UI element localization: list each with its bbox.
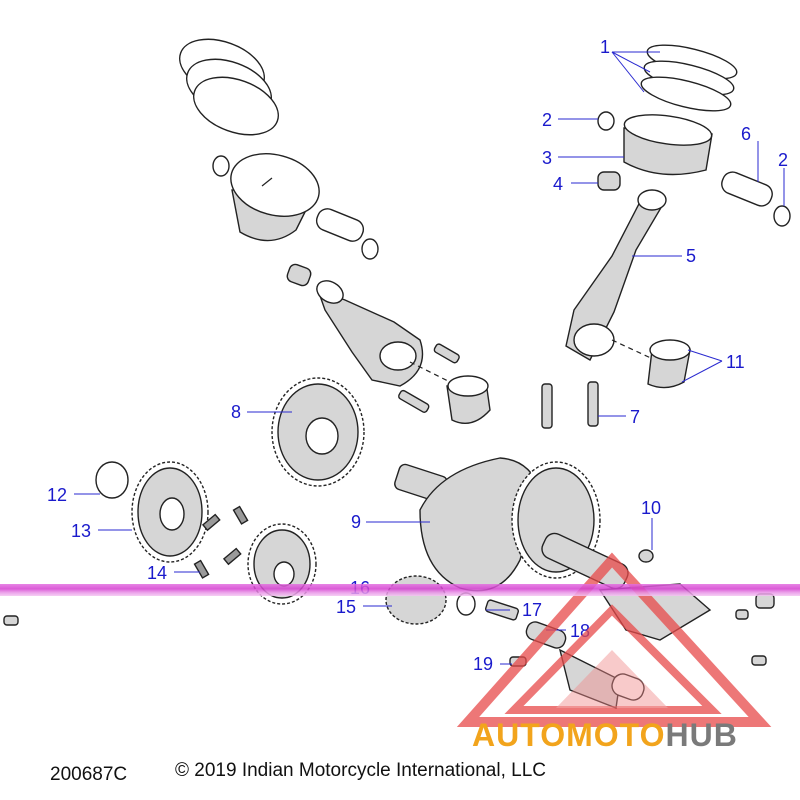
callout-14: 14 bbox=[147, 563, 167, 583]
washer bbox=[456, 592, 476, 616]
plug-10 bbox=[638, 549, 654, 563]
right-connecting-rod bbox=[565, 189, 667, 361]
callout-9: 9 bbox=[351, 512, 361, 532]
callout-2b: 2 bbox=[778, 150, 788, 170]
right-rod-bolt-a bbox=[541, 383, 553, 429]
right-small-end-bushing bbox=[597, 171, 621, 191]
left-rod-bolt-a bbox=[433, 343, 460, 364]
left-piston-clip-top bbox=[212, 155, 230, 177]
right-rod-bolt-b bbox=[587, 381, 599, 427]
callout-19: 19 bbox=[473, 654, 493, 674]
right-piston-clip-a bbox=[597, 111, 615, 131]
callout-2a: 2 bbox=[542, 110, 552, 130]
diagram-code: 200687C bbox=[50, 764, 128, 785]
callout-7: 7 bbox=[630, 407, 640, 427]
small-bolt-right bbox=[751, 655, 767, 666]
left-small-end-bushing bbox=[286, 263, 312, 287]
copyright-text: © 2019 Indian Motorcycle International, … bbox=[175, 760, 546, 781]
right-rod-bearing bbox=[647, 339, 691, 389]
left-piston bbox=[230, 153, 320, 242]
brand-part-moto: MOTO bbox=[566, 717, 666, 753]
callout-5: 5 bbox=[686, 246, 696, 266]
gear-8 bbox=[271, 377, 365, 487]
left-piston-pin bbox=[315, 208, 365, 242]
callout-numbers: 1 2 2 3 4 5 6 7 8 9 10 11 12 13 14 15 16… bbox=[47, 37, 788, 674]
small-bolt-left bbox=[3, 615, 19, 626]
snap-ring-12 bbox=[95, 461, 129, 499]
brand-part-hub: HUB bbox=[665, 717, 738, 753]
cap-plug bbox=[755, 593, 775, 609]
left-rod-bearing bbox=[446, 375, 491, 424]
callout-4: 4 bbox=[553, 174, 563, 194]
left-connecting-rod bbox=[316, 280, 424, 387]
crankshaft bbox=[394, 457, 712, 641]
callout-11: 11 bbox=[726, 352, 745, 372]
callout-15: 15 bbox=[336, 597, 356, 617]
callout-13: 13 bbox=[71, 521, 91, 541]
left-rod-bolt-b bbox=[398, 389, 430, 413]
gear-13 bbox=[131, 461, 209, 563]
right-piston bbox=[623, 114, 713, 176]
brand-part-auto: AUTO bbox=[472, 717, 567, 753]
small-bolt-mid bbox=[735, 609, 749, 620]
left-piston-clip-bottom bbox=[361, 238, 379, 260]
left-piston-rings bbox=[179, 38, 279, 136]
callout-12: 12 bbox=[47, 485, 67, 505]
watermark-logo bbox=[456, 552, 772, 727]
right-piston-pin bbox=[721, 171, 773, 207]
springs-14 bbox=[193, 505, 249, 579]
leader-lines bbox=[74, 51, 785, 665]
render-glitch-band bbox=[0, 584, 800, 596]
callout-1: 1 bbox=[600, 37, 610, 57]
watermark-brand-text: AUTOMOTOHUB bbox=[472, 717, 738, 754]
callout-8: 8 bbox=[231, 402, 241, 422]
callout-10: 10 bbox=[641, 498, 661, 518]
callout-6: 6 bbox=[741, 124, 751, 144]
callout-17: 17 bbox=[522, 600, 542, 620]
right-piston-rings bbox=[640, 44, 738, 112]
callout-3: 3 bbox=[542, 148, 552, 168]
right-piston-clip-b bbox=[773, 205, 791, 227]
